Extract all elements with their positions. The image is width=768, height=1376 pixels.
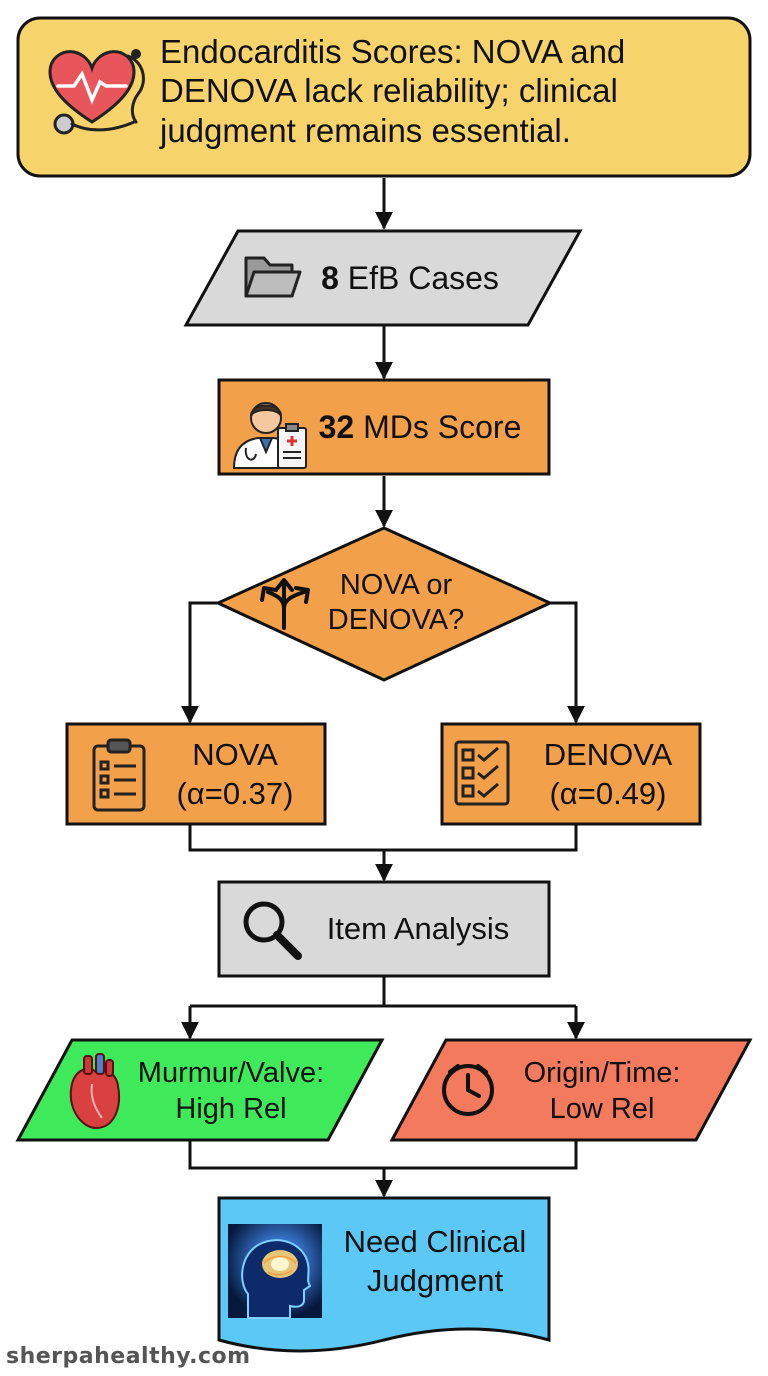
folder-icon — [244, 256, 302, 298]
cases-count: 8 — [321, 259, 339, 296]
doctor-icon — [232, 402, 307, 469]
denova-alpha: (α=0.49) — [549, 776, 667, 811]
denova-label: DENOVA (α=0.49) — [518, 730, 698, 820]
murmur-line1: Murmur/Valve: — [137, 1056, 325, 1089]
judgment-label: Need Clinical Judgment — [326, 1212, 544, 1312]
origin-line2: Low Rel — [549, 1093, 655, 1125]
anatomical-heart-icon — [69, 1053, 120, 1130]
clipboard-checklist-icon — [92, 738, 146, 812]
md-score-text: MDs Score — [363, 408, 522, 445]
split-arrows-icon — [260, 578, 310, 630]
murmur-label: Murmur/Valve: High Rel — [116, 1048, 346, 1134]
nova-name: NOVA — [192, 737, 278, 773]
clock-icon — [442, 1064, 494, 1116]
decision-diamond — [214, 526, 554, 682]
decision-label: NOVA or DENOVA? — [296, 560, 496, 646]
item-analysis-box — [217, 880, 551, 978]
nova-alpha: (α=0.37) — [176, 776, 294, 811]
magnifier-icon — [243, 901, 302, 960]
nova-label: NOVA (α=0.37) — [150, 730, 320, 820]
judgment-line1: Need Clinical — [343, 1224, 527, 1260]
cases-label: 8 EfB Cases — [300, 240, 520, 316]
origin-line1: Origin/Time: — [523, 1056, 681, 1089]
arrow-decision-to-nova — [181, 601, 218, 724]
decision-line2: DENOVA? — [327, 604, 465, 636]
checklist-icon — [454, 740, 510, 806]
origin-parallelogram — [389, 1038, 753, 1142]
item-analysis-label: Item Analysis — [326, 911, 510, 946]
md-score-label: 32 MDs Score — [300, 380, 540, 474]
origin-label: Origin/Time: Low Rel — [502, 1048, 702, 1134]
judgment-line2: Judgment — [366, 1263, 504, 1298]
denova-name: DENOVA — [543, 737, 673, 773]
brain-head-icon — [228, 1224, 322, 1319]
murmur-line2: High Rel — [175, 1093, 287, 1125]
cases-text: EfB Cases — [347, 259, 499, 296]
merge-line-scores — [188, 824, 578, 852]
watermark-text: sherpahealthy.com — [6, 1344, 251, 1369]
decision-line1: NOVA or — [339, 569, 453, 602]
page-title: Endocarditis Scores: NOVA and DENOVA lac… — [160, 32, 626, 149]
arrow-decision-to-denova — [550, 601, 585, 724]
merge-line-items — [188, 1140, 578, 1170]
md-count: 32 — [318, 408, 355, 445]
connectors — [181, 178, 585, 1198]
title-box — [16, 16, 752, 178]
cases-parallelogram — [183, 229, 583, 327]
heart-stethoscope-icon — [48, 49, 145, 135]
